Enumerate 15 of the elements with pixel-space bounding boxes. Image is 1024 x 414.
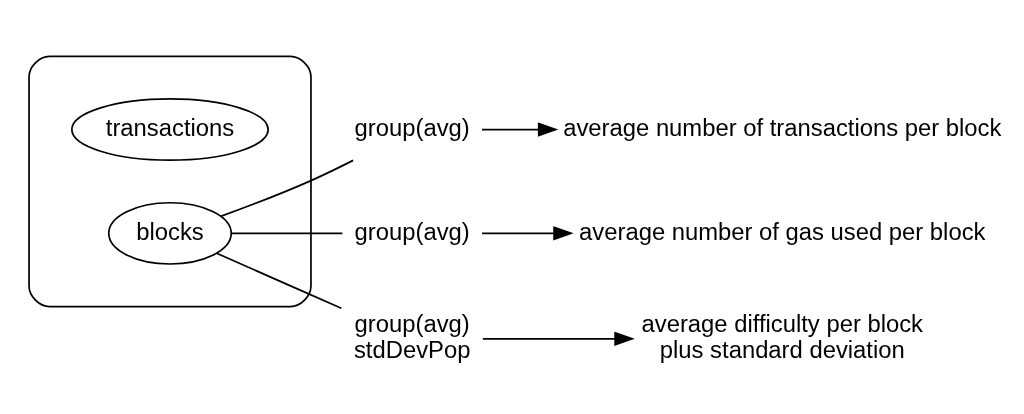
cluster (28, 55, 312, 308)
node-ellipse: transactions (71, 98, 269, 162)
node-text: average number of transactions per block (563, 113, 1002, 141)
node-ellipse: blocks (107, 201, 233, 265)
arrow (481, 226, 574, 241)
arrow (482, 331, 635, 346)
connector (220, 159, 354, 217)
node-text: group(avg) stdDevPop (353, 310, 471, 363)
node-text: group(avg) (354, 217, 470, 245)
node-text: average difficulty per block plus standard deviation (641, 310, 924, 363)
connector (230, 232, 344, 235)
node-text: group(avg) (354, 113, 470, 141)
arrow (481, 122, 559, 137)
node-text: average number of gas used per block (579, 217, 986, 245)
connector (215, 252, 343, 310)
